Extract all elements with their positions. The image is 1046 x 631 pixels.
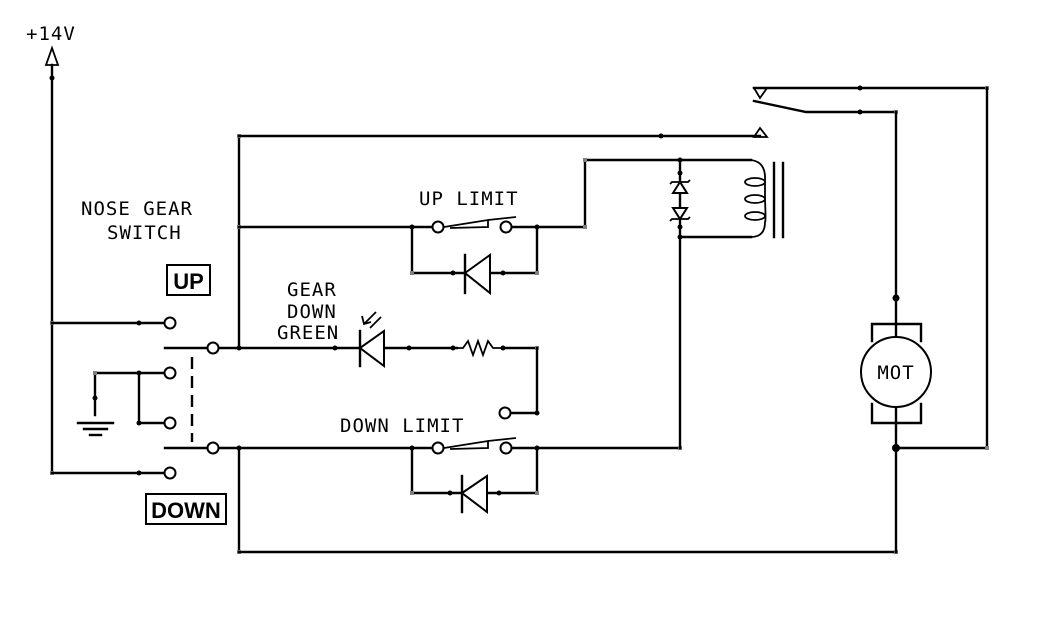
junction-dot [450, 270, 456, 276]
junction-dot [677, 157, 683, 163]
wire-corner [93, 371, 97, 375]
junction-dot [136, 320, 142, 326]
junction-dot [136, 370, 142, 376]
supply-arrow-icon [44, 45, 60, 66]
junction-dot [92, 395, 98, 401]
switch-down-contact [163, 466, 177, 480]
junction-dot [677, 170, 683, 176]
wire-corner [583, 158, 587, 162]
switch-label-line1: NOSE GEAR [81, 198, 193, 220]
up-bypass-diode-icon [463, 253, 491, 296]
down-box-label: DOWN [151, 498, 221, 523]
junction-dot [857, 109, 863, 115]
switch-ground-contact-2 [163, 416, 177, 430]
up-limit-switch [431, 216, 517, 234]
junction-dot [496, 490, 502, 496]
up-limit-label: UP LIMIT [419, 188, 519, 210]
junction-dot [534, 410, 540, 416]
motor-label: MOT [877, 362, 914, 384]
motor-icon [860, 322, 932, 425]
junction-dot [857, 85, 863, 91]
switch-label-line2: SWITCH [107, 222, 182, 244]
junction-dot [892, 444, 900, 452]
down-limit-switch [431, 437, 517, 455]
ground-wire [93, 371, 166, 417]
zener-diode-icon [669, 179, 691, 194]
zener-diode-icon [669, 207, 691, 222]
wire-corner [985, 446, 989, 450]
wire-corner [535, 491, 539, 495]
relay-coil-icon [744, 159, 785, 239]
relay-armature [752, 99, 898, 114]
switch-common-bottom [206, 441, 220, 455]
junction-dot [236, 345, 242, 351]
wire-corner [410, 271, 414, 275]
junction-dot [447, 490, 453, 496]
wire-corner [410, 491, 414, 495]
led-label-line3: GREEN [277, 322, 339, 344]
junction-dot [332, 345, 338, 351]
up-box-label: UP [173, 269, 204, 294]
ground-icon [76, 421, 115, 437]
led-label-line1: GEAR [287, 279, 337, 301]
down-limit-aux-contact [498, 406, 512, 420]
wire-corner [583, 225, 587, 229]
wire-corner [535, 271, 539, 275]
down-limit-label: DOWN LIMIT [340, 415, 464, 437]
resistor-icon [458, 338, 502, 358]
switch-ground-contact-1 [163, 366, 177, 380]
down-box [145, 493, 227, 525]
switch-up-contact [163, 316, 177, 330]
junction-dot [136, 470, 142, 476]
switch-common-top [206, 341, 220, 355]
up-box [166, 264, 211, 296]
junction-dot [500, 270, 506, 276]
gear-down-led-icon [358, 311, 385, 368]
led-label-line2: DOWN [287, 301, 337, 323]
junction-dot [677, 234, 683, 240]
junction-dot [406, 345, 412, 351]
relay-feed-wire [583, 158, 753, 229]
junction-dot [677, 224, 683, 230]
junction-dot [49, 75, 55, 81]
junction-dot [500, 345, 506, 351]
relay-nc-contact-icon [752, 87, 769, 100]
junction-dot [892, 294, 900, 302]
junction-dot [136, 420, 142, 426]
junction-dot [450, 345, 456, 351]
junction-dot [658, 133, 664, 139]
supply-label: +14V [26, 23, 76, 45]
down-bypass-diode-icon [460, 474, 488, 515]
relay-no-contact-icon [752, 126, 769, 138]
junction-dot [236, 445, 242, 451]
